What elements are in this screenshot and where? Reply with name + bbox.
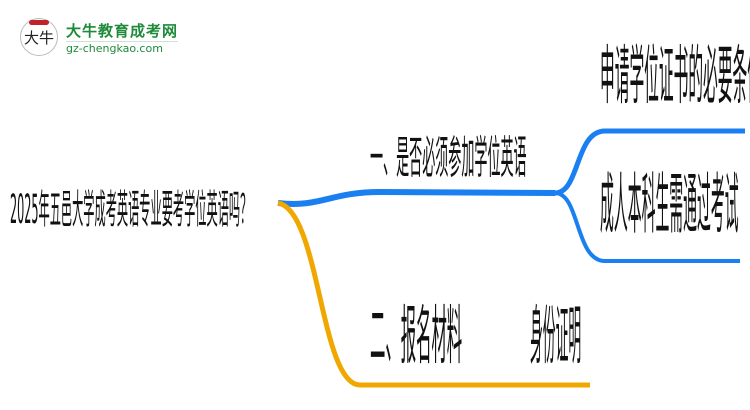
connector-branch1-leaf2 [554,191,740,263]
leaf-2-label: 成人本科生需通过考试 [600,166,739,243]
connector-root-branch2 [277,200,590,388]
connector-branch1-leaf1 [554,128,745,196]
leaf-3-label: 身份证明 [530,300,582,374]
connector-root-branch1 [277,188,556,207]
root-topic: 2025年五邑大学成考英语专业要考学位英语吗？ [10,187,252,233]
branch-2-label: 二、报名材料 [370,300,463,374]
branch-1-label: 一、是否必须参加学位英语 [370,131,527,184]
leaf-1-label: 申请学位证书的必要条件 [600,40,750,114]
logo-name: 大牛教育成考网 [66,21,179,40]
logo-mark-icon: 大牛 [20,18,58,56]
logo-url: gz-chengkao.com [66,40,179,55]
logo: 大牛 大牛教育成考网 gz-chengkao.com [20,18,179,56]
